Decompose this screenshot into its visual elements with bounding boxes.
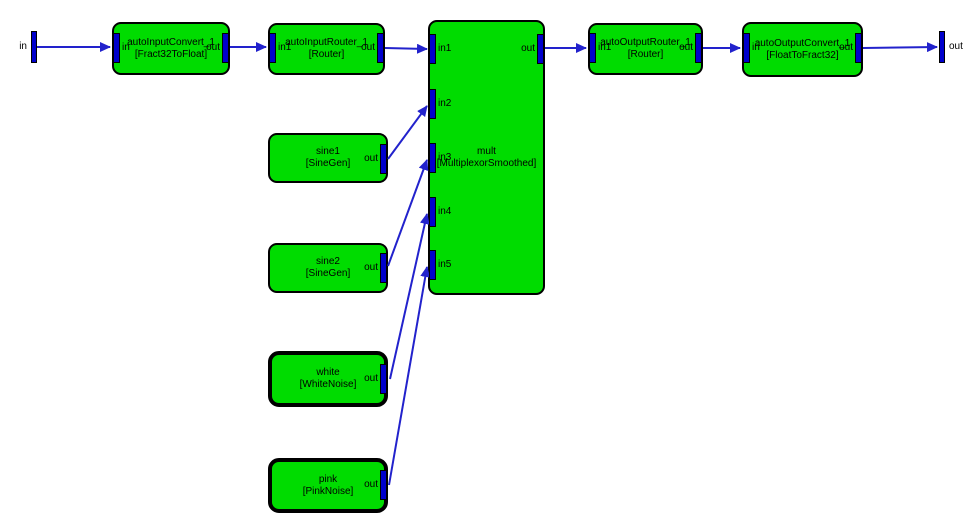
pin-white-out[interactable]: [380, 364, 387, 394]
pin-label: in4: [438, 206, 452, 217]
pin-label: out: [364, 373, 378, 384]
wire-sine2.out-to-mult.in3[interactable]: [387, 159, 429, 267]
terminal-label: in: [19, 41, 27, 52]
pin-label: out: [364, 153, 378, 164]
pin-autoOutputRouter_1-in1[interactable]: [589, 33, 596, 63]
pin-label: in3: [438, 152, 452, 163]
pin-label: out: [364, 479, 378, 490]
terminal-in[interactable]: [31, 31, 37, 63]
wire-pink.out-to-mult.in5[interactable]: [388, 266, 431, 486]
wire-autoInputRouter_1.out-to-mult.in1[interactable]: [384, 43, 428, 54]
pin-label: out: [364, 262, 378, 273]
wire-white.out-to-mult.in4[interactable]: [389, 213, 430, 380]
pin-label: in1: [598, 42, 612, 53]
pin-autoOutputConvert_1-out[interactable]: [855, 33, 862, 63]
pin-mult-out[interactable]: [537, 34, 544, 64]
pin-autoInputConvert_1-in[interactable]: [113, 33, 120, 63]
pin-autoInputRouter_1-in1[interactable]: [269, 33, 276, 63]
pin-label: in1: [438, 43, 452, 54]
terminal-label: out: [949, 41, 963, 52]
pin-pink-out[interactable]: [380, 470, 387, 500]
pin-label: out: [361, 42, 375, 53]
pin-label: out: [521, 43, 535, 54]
pin-label: in1: [278, 42, 292, 53]
pin-autoInputConvert_1-out[interactable]: [222, 33, 229, 63]
pin-mult-in1[interactable]: [429, 34, 436, 64]
wire-autoOutputConvert_1.out-to-out[interactable]: [862, 42, 938, 53]
pin-mult-in3[interactable]: [429, 143, 436, 173]
pin-label: out: [839, 42, 853, 53]
pin-label: in: [752, 42, 760, 53]
pin-label: in2: [438, 98, 452, 109]
pin-mult-in5[interactable]: [429, 250, 436, 280]
terminal-out[interactable]: [939, 31, 945, 63]
pin-sine2-out[interactable]: [380, 253, 387, 283]
pin-label: out: [206, 42, 220, 53]
pin-label: in: [122, 42, 130, 53]
pin-autoInputRouter_1-out[interactable]: [377, 33, 384, 63]
pin-mult-in4[interactable]: [429, 197, 436, 227]
pin-autoOutputConvert_1-in[interactable]: [743, 33, 750, 63]
pin-mult-in2[interactable]: [429, 89, 436, 119]
pin-label: out: [679, 42, 693, 53]
pin-sine1-out[interactable]: [380, 144, 387, 174]
wire-sine1.out-to-mult.in2[interactable]: [387, 105, 428, 160]
pin-autoOutputRouter_1-out[interactable]: [695, 33, 702, 63]
pin-label: in5: [438, 259, 452, 270]
